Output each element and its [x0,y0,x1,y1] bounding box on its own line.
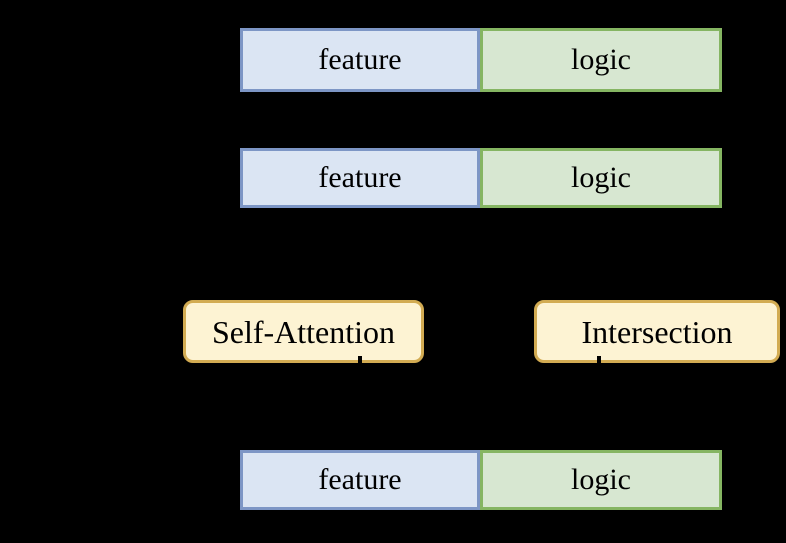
arrow-shaft-self-attention [358,356,362,367]
logic-box-row1: logic [480,28,722,92]
feature-label: feature [318,43,402,76]
intersection-label: Intersection [581,313,733,350]
intersection-box: Intersection [534,300,780,363]
logic-label: logic [571,463,631,496]
logic-label: logic [571,43,631,76]
logic-label: logic [571,161,631,194]
feature-label: feature [318,463,402,496]
feature-box-row1: feature [240,28,480,92]
logic-box-bottom: logic [480,450,722,510]
arrow-shaft-intersection [597,356,601,367]
feature-box-bottom: feature [240,450,480,510]
self-attention-box: Self-Attention [183,300,424,363]
feature-box-row2: feature [240,148,480,208]
logic-box-row2: logic [480,148,722,208]
feature-label: feature [318,161,402,194]
self-attention-label: Self-Attention [211,313,396,350]
